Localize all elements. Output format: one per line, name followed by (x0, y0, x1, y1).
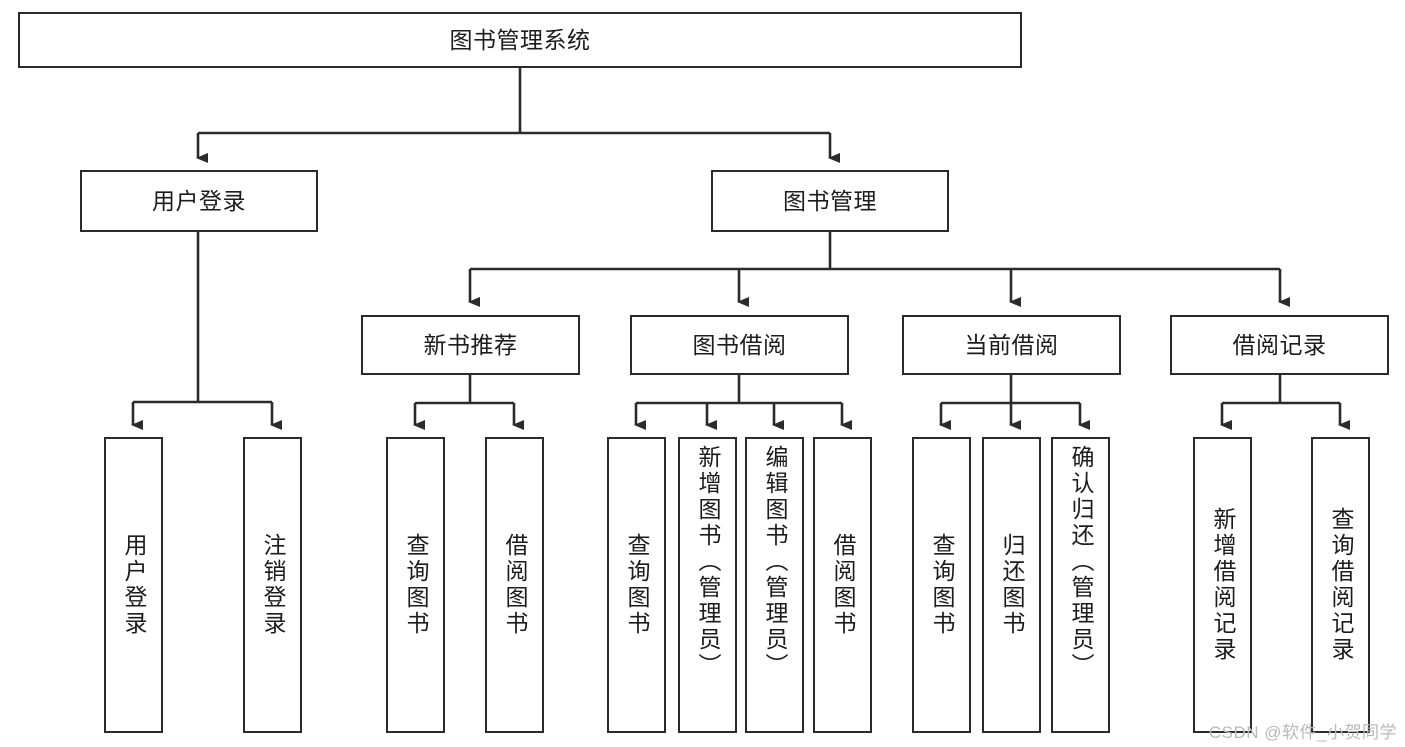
leaf-add-borrow-record[interactable]: 新增借阅记录 (1193, 437, 1252, 733)
node-book-borrowing[interactable]: 图书借阅 (630, 315, 849, 375)
leaf-add-book-admin[interactable]: 新增图书（管理员） (678, 437, 737, 733)
node-label: 新增图书（管理员） (695, 445, 721, 679)
leaf-edit-book-admin[interactable]: 编辑图书（管理员） (745, 437, 804, 733)
node-label: 编辑图书（管理员） (762, 445, 788, 679)
leaf-query-book-1[interactable]: 查询图书 (386, 437, 445, 733)
node-root-book-management-system[interactable]: 图书管理系统 (18, 12, 1022, 68)
node-label: 借阅图书 (830, 533, 856, 637)
watermark-text: CSDN @软件_小贺同学 (1208, 723, 1397, 742)
node-label: 借阅图书 (502, 533, 528, 637)
node-label: 用户登录 (121, 533, 147, 637)
leaf-user-login[interactable]: 用户登录 (104, 437, 163, 733)
node-label: 查询图书 (929, 533, 955, 637)
leaf-borrow-book-2[interactable]: 借阅图书 (813, 437, 872, 733)
leaf-borrow-book-1[interactable]: 借阅图书 (485, 437, 544, 733)
node-label: 归还图书 (999, 533, 1025, 637)
node-label: 图书管理系统 (449, 26, 591, 53)
node-label: 确认归还（管理员） (1068, 445, 1094, 679)
node-label: 图书管理 (783, 187, 877, 214)
node-label: 查询图书 (403, 533, 429, 637)
node-label: 新书推荐 (423, 331, 518, 358)
node-user-login[interactable]: 用户登录 (80, 170, 318, 232)
node-current-borrowing[interactable]: 当前借阅 (902, 315, 1121, 375)
leaf-logout[interactable]: 注销登录 (243, 437, 302, 733)
node-label: 注销登录 (260, 533, 286, 637)
node-label: 借阅记录 (1232, 331, 1327, 358)
node-label: 新增借阅记录 (1210, 507, 1236, 663)
node-borrowing-records[interactable]: 借阅记录 (1170, 315, 1389, 375)
leaf-query-book-2[interactable]: 查询图书 (607, 437, 666, 733)
leaf-query-borrow-record[interactable]: 查询借阅记录 (1311, 437, 1370, 733)
node-book-management[interactable]: 图书管理 (711, 170, 949, 232)
leaf-confirm-return-admin[interactable]: 确认归还（管理员） (1051, 437, 1110, 733)
node-label: 当前借阅 (964, 331, 1059, 358)
leaf-return-book[interactable]: 归还图书 (982, 437, 1041, 733)
node-label: 图书借阅 (692, 331, 787, 358)
node-label: 用户登录 (152, 187, 246, 214)
node-new-book-recommendation[interactable]: 新书推荐 (361, 315, 580, 375)
leaf-query-book-3[interactable]: 查询图书 (912, 437, 971, 733)
node-label: 查询图书 (624, 533, 650, 637)
node-label: 查询借阅记录 (1328, 507, 1354, 663)
